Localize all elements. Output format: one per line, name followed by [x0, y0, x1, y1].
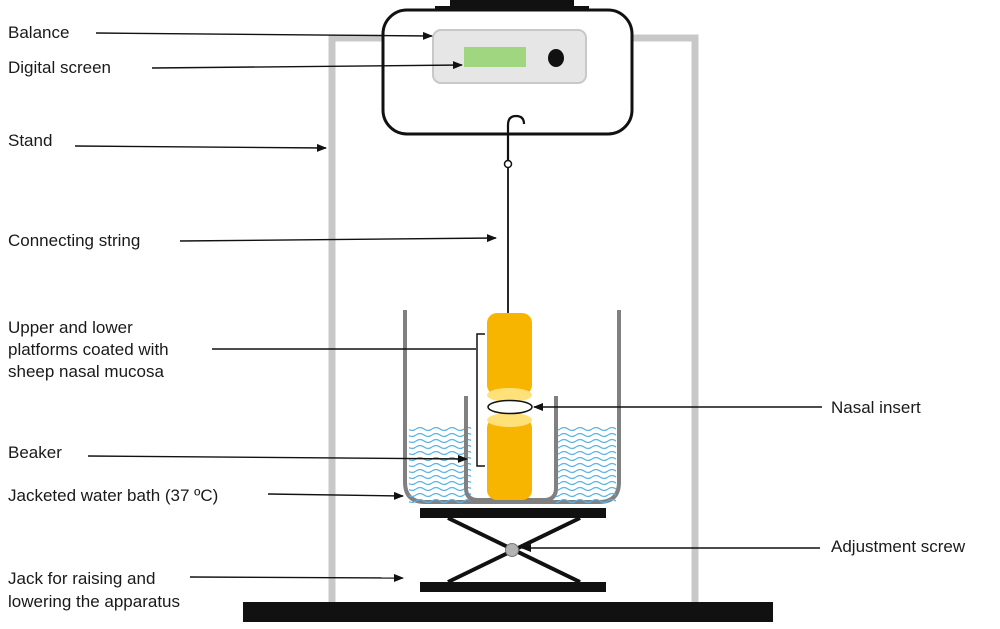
arrow-water-bath — [267, 491, 404, 500]
water-right — [556, 425, 616, 503]
label-stand: Stand — [8, 131, 53, 150]
nasal-insert-shape — [487, 399, 533, 415]
balance-button — [548, 49, 564, 67]
hook-ring — [503, 159, 513, 169]
label-platforms-line3: sheep nasal mucosa — [8, 362, 164, 381]
ground-base — [243, 602, 773, 622]
balance-top-pan-cap — [450, 0, 574, 8]
label-nasal-insert: Nasal insert — [831, 398, 921, 417]
lower-platform — [487, 418, 532, 500]
label-platforms-line1: Upper and lower — [8, 318, 133, 337]
digital-screen-display — [464, 47, 526, 67]
label-jack-line1: Jack for raising and — [8, 569, 156, 588]
arrow-digital-screen — [151, 61, 463, 70]
label-water-bath: Jacketed water bath (37 ºC) — [8, 486, 219, 505]
label-digital-screen: Digital screen — [8, 58, 111, 77]
water-left — [409, 425, 471, 503]
label-adjustment-screw: Adjustment screw — [831, 537, 966, 556]
arrow-jack — [189, 573, 404, 582]
platforms-bracket — [476, 333, 485, 467]
label-jack-line2: lowering the apparatus — [8, 592, 181, 611]
upper-platform-bottom — [487, 388, 532, 402]
arrow-beaker — [87, 454, 468, 463]
arrow-connecting-string — [179, 234, 497, 243]
label-platforms-line2: platforms coated with — [8, 340, 169, 359]
arrow-stand — [74, 143, 327, 152]
adjustment-screw-knob — [505, 543, 519, 557]
lower-platform-top — [487, 413, 532, 427]
jack-bottom-plate — [420, 582, 606, 592]
arrow-balance — [95, 31, 433, 40]
label-balance: Balance — [8, 23, 70, 42]
label-connecting-string: Connecting string — [8, 231, 141, 250]
label-beaker: Beaker — [8, 443, 62, 462]
hook — [506, 114, 526, 163]
jack-top-plate — [420, 508, 606, 518]
upper-platform — [487, 313, 532, 395]
